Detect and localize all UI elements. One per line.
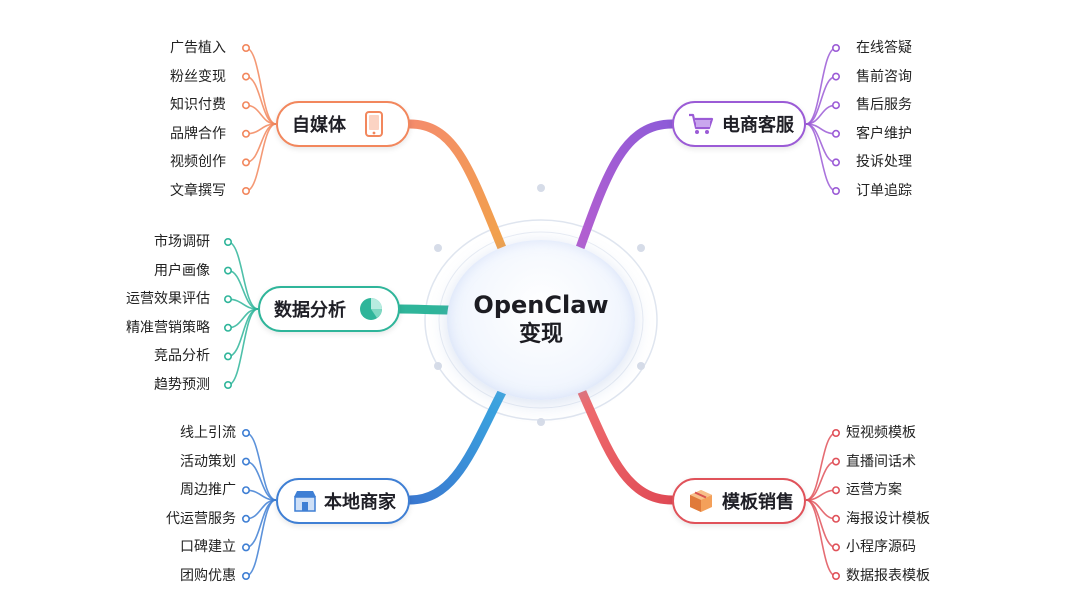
leaf-item: 海报设计模板	[846, 510, 930, 527]
leaf-dot	[242, 514, 251, 523]
shopping-cart-icon	[688, 110, 714, 138]
leaf-dot	[831, 158, 840, 167]
leaf-dot	[224, 323, 233, 332]
leaf-item: 小程序源码	[846, 539, 916, 556]
leaf-item: 视频创作	[170, 154, 226, 171]
leaf-item: 售前咨询	[856, 68, 912, 85]
leaf-dot	[831, 514, 840, 523]
leaf-item: 运营方案	[846, 482, 902, 499]
center-title: OpenClaw	[473, 291, 609, 319]
leaf-item: 售后服务	[856, 97, 912, 114]
ring-dot	[434, 362, 442, 370]
branch-node-ecommerce-service: 电商客服	[672, 101, 806, 147]
branch-node-self-media: 自媒体	[276, 101, 410, 147]
leaf-dot	[242, 457, 251, 466]
branch-label: 电商客服	[722, 115, 794, 136]
leaf-dot	[831, 486, 840, 495]
leaf-item: 订单追踪	[856, 183, 912, 199]
leaf-dot	[831, 43, 840, 52]
branch-self-media	[405, 119, 507, 253]
center-node: OpenClaw 变现	[447, 240, 635, 400]
branch-label: 本地商家	[324, 492, 396, 513]
leaf-dot	[242, 129, 251, 138]
branch-label: 自媒体	[292, 115, 346, 136]
pie-chart-icon	[358, 295, 384, 323]
leaf-item: 直播间话术	[846, 453, 916, 470]
leaf-item: 广告植入	[170, 40, 226, 56]
center-subtitle: 变现	[518, 322, 563, 347]
leaf-dot	[831, 129, 840, 138]
leaf-dot	[242, 187, 251, 196]
leaf-item: 粉丝变现	[170, 68, 226, 85]
center-ring-inner	[438, 231, 644, 409]
leaf-item: 数据报表模板	[846, 568, 930, 584]
leaf-item: 精准营销策略	[126, 319, 210, 336]
leaf-dot	[831, 428, 840, 437]
leaf-item: 口碑建立	[180, 539, 236, 556]
leaf-item: 竞品分析	[154, 348, 210, 365]
leaf-connector	[805, 47, 837, 125]
leaf-dot	[242, 571, 251, 580]
leaf-item: 在线答疑	[856, 40, 912, 56]
phone-icon	[360, 110, 388, 138]
leaf-dot	[242, 428, 251, 437]
leaf-dot	[242, 101, 251, 110]
leaf-dot	[242, 486, 251, 495]
leaf-item: 周边推广	[180, 482, 236, 499]
branch-node-data-analysis: 数据分析	[258, 286, 400, 332]
branch-template	[577, 387, 677, 505]
leaf-dot	[831, 72, 840, 81]
branch-node-local-merchant: 本地商家	[276, 478, 410, 524]
leaf-dot	[831, 571, 840, 580]
ring-dot	[537, 184, 545, 192]
leaf-dot	[831, 187, 840, 196]
leaf-dot	[224, 380, 233, 389]
leaf-dot	[242, 43, 251, 52]
branch-node-template-sales: 模板销售	[672, 478, 806, 524]
ring-dot	[637, 244, 645, 252]
leaf-item: 线上引流	[180, 425, 236, 441]
store-icon	[292, 487, 318, 515]
leaf-dot	[224, 352, 233, 361]
branch-label: 模板销售	[722, 492, 794, 513]
leaf-dot	[224, 266, 233, 275]
branch-ecommerce	[575, 119, 677, 253]
leaf-dot	[242, 158, 251, 167]
leaf-dot	[224, 238, 233, 247]
leaf-item: 市场调研	[154, 234, 210, 250]
ring-dot	[637, 362, 645, 370]
leaf-dot	[831, 101, 840, 110]
leaf-item: 代运营服务	[166, 510, 236, 527]
leaf-dot	[242, 543, 251, 552]
leaf-connector	[245, 499, 277, 577]
ring-dot	[537, 418, 545, 426]
branch-label: 数据分析	[274, 300, 346, 321]
leaf-dot	[831, 457, 840, 466]
leaf-item: 短视频模板	[846, 425, 916, 441]
leaf-connector	[245, 47, 277, 125]
leaf-item: 文章撰写	[170, 183, 226, 199]
leaf-dot	[831, 543, 840, 552]
leaf-connector	[245, 123, 277, 192]
branch-data-analysis	[395, 304, 457, 315]
leaf-item: 用户画像	[154, 262, 210, 279]
branch-local	[405, 387, 507, 505]
leaf-dot	[224, 295, 233, 304]
leaf-item: 投诉处理	[856, 154, 912, 171]
package-box-icon	[688, 487, 714, 515]
leaf-connector	[227, 308, 259, 386]
ring-dot	[434, 244, 442, 252]
leaf-item: 活动策划	[180, 453, 236, 470]
leaf-item: 知识付费	[170, 97, 226, 114]
leaf-dot	[242, 72, 251, 81]
leaf-item: 运营效果评估	[126, 291, 210, 308]
leaf-connector	[805, 499, 837, 577]
leaf-connector	[805, 123, 837, 192]
leaf-item: 品牌合作	[170, 125, 226, 142]
leaf-item: 团购优惠	[180, 568, 236, 584]
leaf-item: 趋势预测	[154, 377, 210, 393]
leaf-item: 客户维护	[856, 125, 912, 142]
